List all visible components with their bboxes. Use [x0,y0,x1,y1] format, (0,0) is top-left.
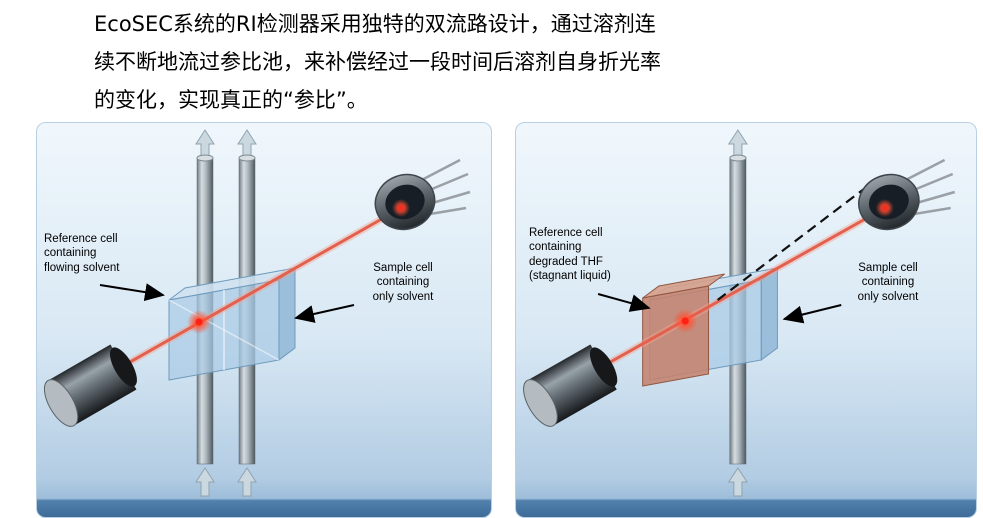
degraded-reference-diagram [515,122,977,518]
beam-spot [195,318,203,326]
diagram-panel-degraded-reference: Reference cell containing degraded THF (… [515,122,977,518]
intro-line-1: EcoSEC系统的RI检测器采用独特的双流路设计，通过溶剂连 [94,12,656,36]
light-source-front-cap [109,347,137,387]
reference-cell-label: Reference cell containing flowing solven… [44,233,120,274]
diagram-panel-flowing-reference: Reference cell containing flowing solven… [36,122,492,518]
flowing-reference-diagram [36,122,492,518]
reference-cell-degraded [642,285,710,387]
prism-diagonal [168,299,280,361]
tube-cap [729,154,747,162]
laser-beam-core [595,206,886,372]
intro-line-2: 续不断地流过参比池，来补偿经过一段时间后溶剂自身折光率 [94,50,661,74]
tube-cap [238,154,256,162]
deflected-beam-dashed [716,179,877,301]
light-source-rear-cap [43,379,79,427]
cell-side-face [278,267,296,361]
light-source [43,344,137,427]
flow-direction-arrows [727,129,748,497]
cell-side-face [760,267,778,361]
intro-text: EcoSEC系统的RI检测器采用独特的双流路设计，通过溶剂连 续不断地流过参比池… [94,5,661,119]
tube-cap [196,154,214,162]
flow-arrow-bottom-left [195,467,215,497]
detector [858,158,956,231]
light-source-front-cap [589,347,618,387]
flow-arrow-bottom [727,467,748,497]
reference-cell-label: Reference cell containing degraded THF (… [529,227,611,283]
laser-beam [594,204,887,374]
detector [374,158,471,231]
intro-line-3: 的变化，实现真正的“参比”。 [94,88,368,112]
reference-label-arrow [99,283,165,302]
detector-red-dot [881,204,889,212]
reference-label-arrow [597,293,651,312]
sample-label-arrow [782,304,842,324]
light-source [523,344,618,427]
detector-red-dot [397,204,405,212]
sample-cell-label: Sample cell containing only solvent [372,262,434,303]
laser-beam-core [115,206,402,372]
sample-cell-label: Sample cell containing only solvent [857,262,919,303]
sample-label-arrow [294,304,355,323]
light-source-rear-cap [523,379,558,427]
flow-cell-assembly [642,267,778,387]
beam-spot [681,317,689,325]
flow-arrow-bottom-right [237,467,257,497]
laser-beam [114,204,403,374]
